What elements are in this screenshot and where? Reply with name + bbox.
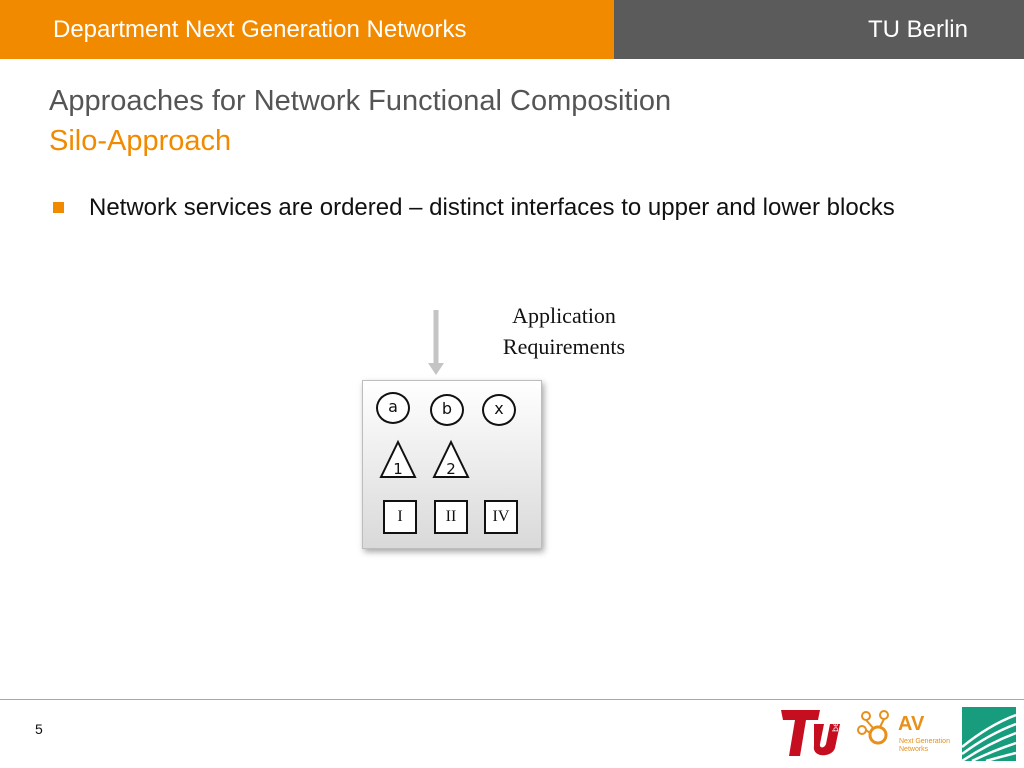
service-circle-b: b bbox=[430, 394, 464, 426]
service-triangle-1-label: 1 bbox=[393, 460, 403, 478]
slide-header: Department Next Generation Networks TU B… bbox=[0, 0, 1024, 59]
service-circle-x: x bbox=[482, 394, 516, 426]
silo-diagram: Application Requirements a b x 1 2 I II … bbox=[340, 295, 660, 565]
header-orange-band bbox=[0, 0, 614, 59]
service-square-i: I bbox=[383, 500, 417, 534]
footer-divider bbox=[0, 699, 1024, 700]
down-arrow-icon bbox=[428, 310, 444, 375]
tu-berlin-logo-icon: berlin bbox=[781, 709, 840, 756]
tu-logo-text: berlin bbox=[831, 709, 840, 732]
service-triangle-1-icon bbox=[379, 439, 417, 478]
slide-subtitle: Silo-Approach bbox=[49, 125, 232, 157]
service-circle-a: a bbox=[376, 392, 410, 424]
header-gray-band bbox=[614, 0, 1024, 59]
requirements-label-line-2: Requirements bbox=[502, 334, 626, 359]
department-name: Department Next Generation Networks bbox=[53, 16, 467, 43]
application-requirements-label: Application Requirements bbox=[484, 300, 644, 362]
square-bullet-icon bbox=[53, 202, 64, 213]
service-triangle-2-icon bbox=[432, 439, 470, 478]
requirements-label-line-1: Application bbox=[512, 303, 616, 328]
av-logo-subtext-line-1: Next Generation bbox=[899, 738, 950, 745]
service-square-ii: II bbox=[434, 500, 468, 534]
av-logo-subtext-line-2: Networks bbox=[899, 746, 929, 753]
page-number: 5 bbox=[35, 721, 43, 737]
av-logo-word: AV bbox=[898, 713, 925, 735]
service-triangle-2-label: 2 bbox=[446, 460, 456, 478]
slide-title: Approaches for Network Functional Compos… bbox=[49, 85, 672, 117]
fraunhofer-logo-icon bbox=[962, 707, 1016, 761]
university-name: TU Berlin bbox=[867, 16, 968, 43]
service-square-iv: IV bbox=[484, 500, 518, 534]
silo-block: a b x 1 2 I II IV bbox=[362, 380, 542, 549]
av-logo-icon bbox=[857, 710, 889, 745]
bullet-text: Network services are ordered – distinct … bbox=[89, 194, 895, 221]
